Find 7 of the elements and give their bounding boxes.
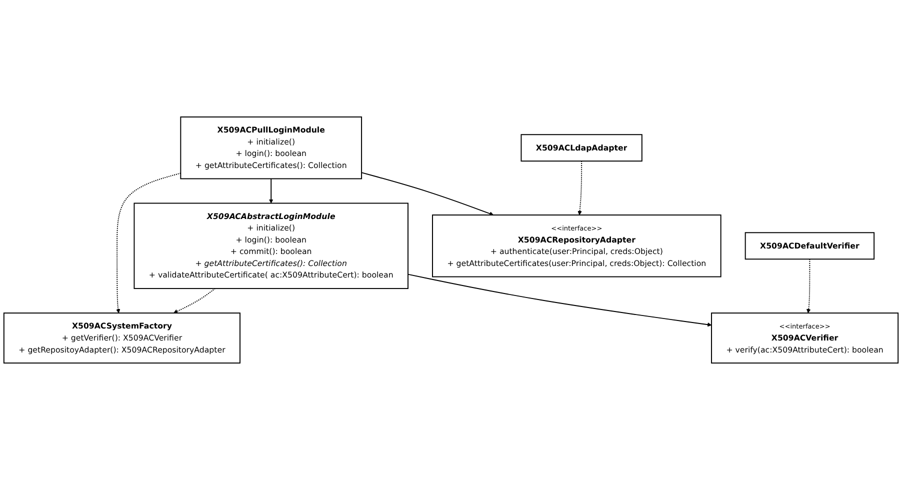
arrow xyxy=(578,160,582,216)
arrow xyxy=(268,178,274,204)
arrow xyxy=(361,172,494,216)
arrow xyxy=(116,172,182,314)
arrow xyxy=(173,288,216,314)
arrow xyxy=(806,258,811,314)
arrow xyxy=(408,274,712,327)
